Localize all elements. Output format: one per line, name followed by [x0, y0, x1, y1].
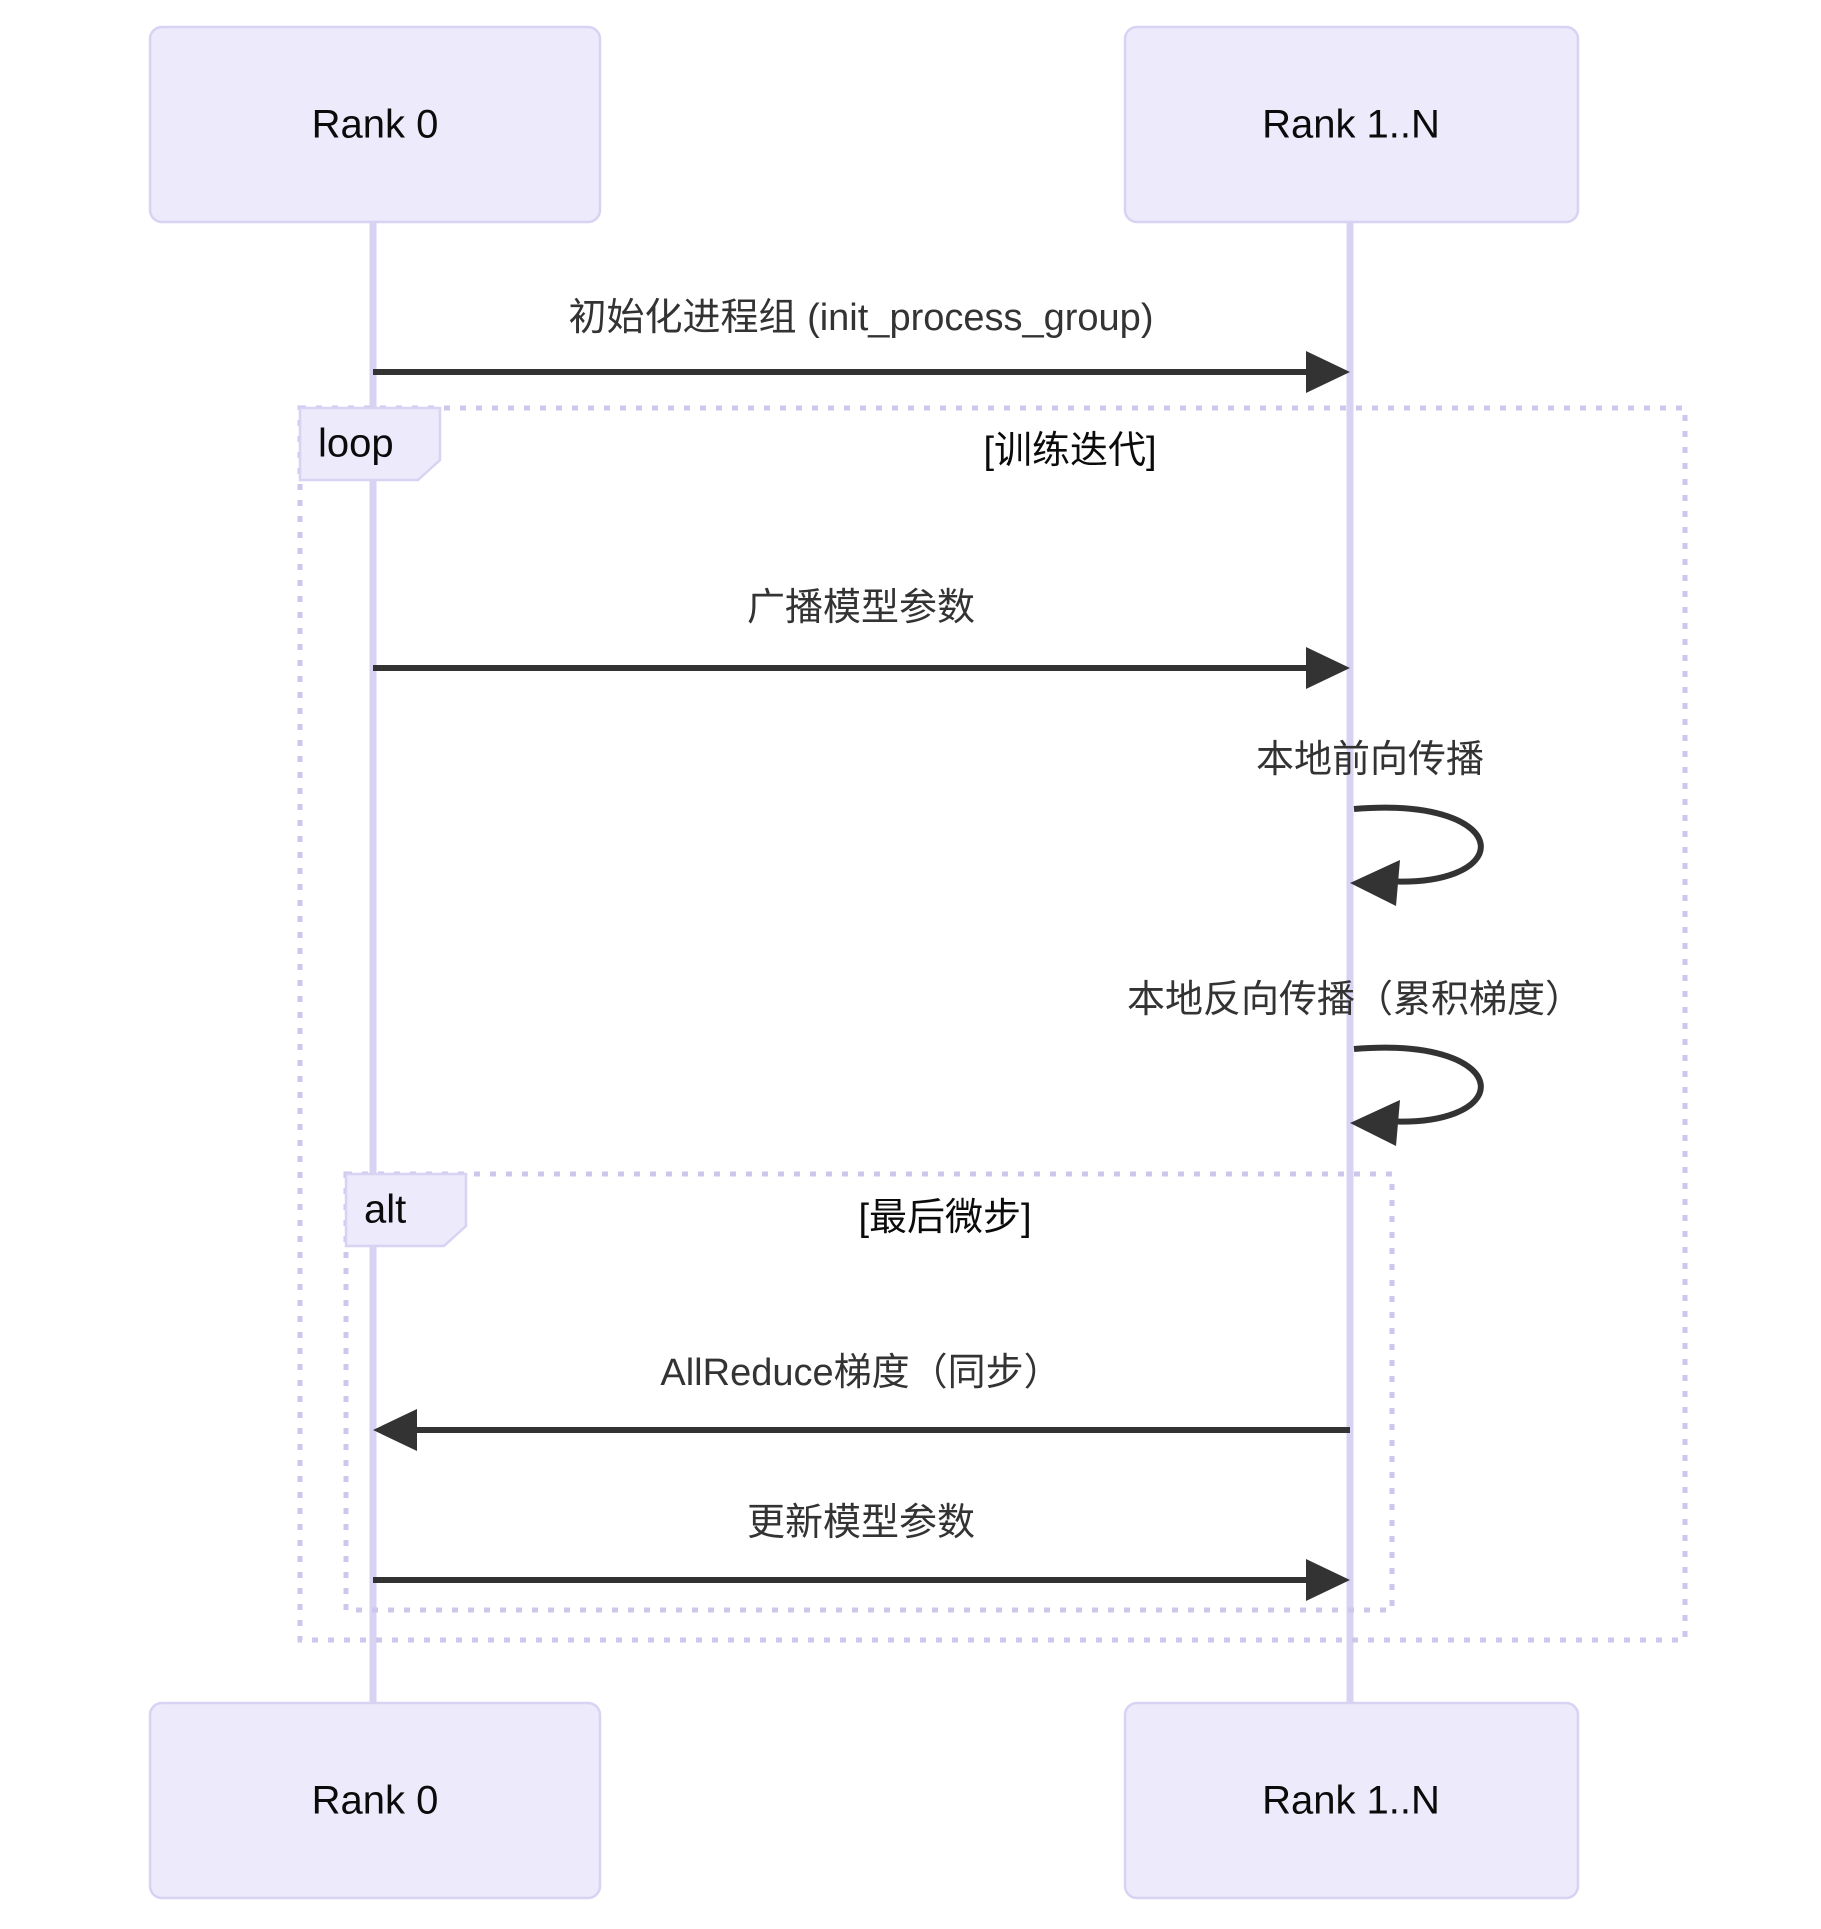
alt-frame-tab — [344, 1172, 468, 1248]
alt-frame-border — [343, 1171, 1395, 1613]
message-init-process-group[interactable]: 初始化进程组 (init_process_group) — [373, 297, 1350, 393]
message-local-backward[interactable]: 本地反向传播（累积梯度） — [1127, 979, 1583, 1146]
message-label: 初始化进程组 (init_process_group) — [569, 297, 1154, 339]
arrowhead-right-icon — [1306, 1559, 1350, 1601]
message-update-params[interactable]: 更新模型参数 — [373, 1502, 1350, 1601]
arrowhead-left-icon — [1350, 860, 1400, 906]
actor-box-rect — [148, 1701, 602, 1900]
lifelines — [369, 222, 1354, 1703]
actor-label: Rank 1..N — [1262, 103, 1440, 147]
loop-frame-border — [297, 405, 1688, 1643]
actor-label: Rank 1..N — [1262, 1779, 1440, 1823]
arrowhead-right-icon — [1306, 647, 1350, 689]
actor-box-rank1n-top[interactable]: Rank 1..N — [1123, 25, 1580, 224]
message-label: 本地反向传播（累积梯度） — [1127, 979, 1583, 1021]
arrowhead-left-icon — [373, 1409, 417, 1451]
loop-frame-condition: [训练迭代] — [983, 430, 1156, 472]
selfloop-arc — [1353, 804, 1484, 885]
actor-boxes-bottom: Rank 0 Rank 1..N — [148, 1701, 1580, 1900]
arrowhead-right-icon — [1306, 351, 1350, 393]
message-local-forward[interactable]: 本地前向传播 — [1256, 739, 1484, 906]
actor-box-rect — [1123, 1701, 1580, 1900]
message-label: 本地前向传播 — [1256, 739, 1484, 781]
loop-frame-keyword: loop — [318, 422, 394, 466]
actor-box-rect — [148, 25, 602, 224]
actor-label: Rank 0 — [312, 1779, 439, 1823]
message-label: AllReduce梯度（同步） — [660, 1352, 1061, 1394]
message-allreduce-gradients[interactable]: AllReduce梯度（同步） — [373, 1352, 1350, 1451]
selfloop-arc — [1353, 1044, 1484, 1125]
actor-box-rank1n-bottom[interactable]: Rank 1..N — [1123, 1701, 1580, 1900]
actor-boxes-top: Rank 0 Rank 1..N — [148, 25, 1580, 224]
loop-frame[interactable]: loop [训练迭代] — [297, 405, 1688, 1643]
actor-label: Rank 0 — [312, 103, 439, 147]
alt-frame-keyword: alt — [364, 1188, 406, 1232]
message-broadcast-params[interactable]: 广播模型参数 — [373, 587, 1350, 689]
alt-frame[interactable]: alt [最后微步] — [343, 1171, 1395, 1613]
actor-box-rank0-top[interactable]: Rank 0 — [148, 25, 602, 224]
alt-frame-condition: [最后微步] — [858, 1197, 1031, 1239]
arrowhead-left-icon — [1350, 1100, 1400, 1146]
message-label: 更新模型参数 — [747, 1502, 975, 1544]
message-label: 广播模型参数 — [747, 587, 975, 629]
actor-box-rect — [1123, 25, 1580, 224]
loop-frame-tab — [298, 406, 442, 482]
actor-box-rank0-bottom[interactable]: Rank 0 — [148, 1701, 602, 1900]
